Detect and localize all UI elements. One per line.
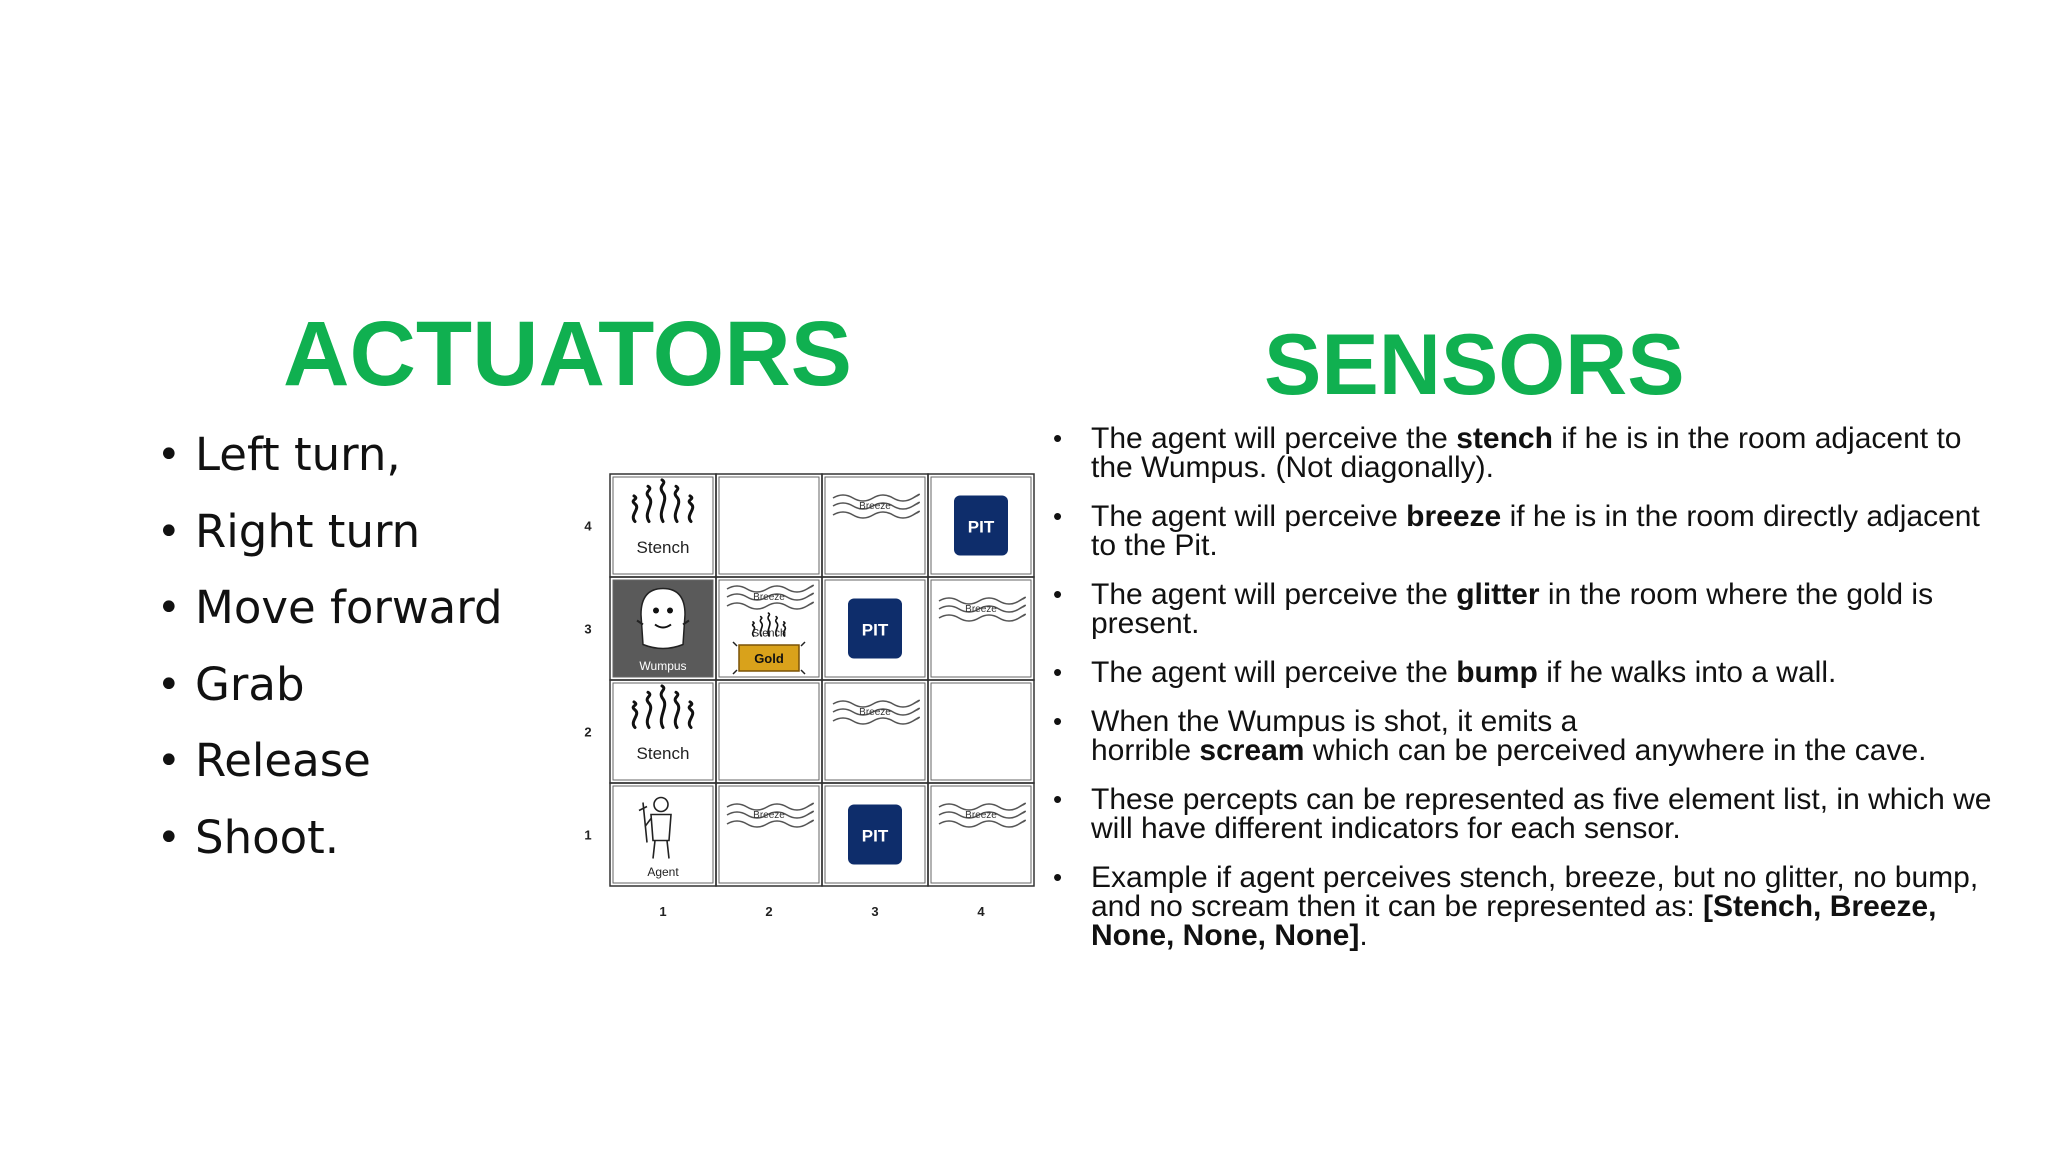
gold-icon: Gold bbox=[732, 641, 806, 675]
list-item: Release bbox=[157, 731, 503, 808]
stench-label: Stench bbox=[637, 538, 690, 557]
list-item: Left turn, bbox=[157, 425, 503, 502]
grid-cell: PIT bbox=[821, 782, 929, 887]
sensor-text: which can be perceived anywhere in the c… bbox=[1304, 734, 1927, 767]
row-label: 1 bbox=[584, 828, 591, 843]
grid-cell: Breeze bbox=[821, 679, 929, 784]
sensor-text: if he is in the room directly adjacent t… bbox=[1091, 500, 1980, 562]
breeze-icon: Breeze bbox=[832, 699, 921, 725]
col-label: 4 bbox=[977, 904, 985, 919]
pit-label: PIT bbox=[862, 827, 889, 846]
gold-label: Gold bbox=[754, 651, 784, 666]
sensor-item: The agent will perceive breeze if he is … bbox=[1050, 500, 2000, 562]
agent-icon bbox=[638, 796, 672, 859]
sensor-text: The agent will perceive the bbox=[1091, 422, 1457, 455]
sensor-keyword: breeze bbox=[1406, 500, 1502, 533]
pit-icon: PIT bbox=[954, 495, 1008, 556]
sensor-text: if he walks into a wall. bbox=[1537, 656, 1837, 689]
sensor-item: When the Wumpus is shot, it emits ahorri… bbox=[1050, 705, 2000, 767]
stench-label: Stench bbox=[752, 628, 786, 640]
row-label: 3 bbox=[584, 622, 591, 637]
grid-cell: PIT bbox=[821, 576, 929, 681]
sensor-item: The agent will perceive the stench if he… bbox=[1050, 422, 2000, 484]
sensors-list: The agent will perceive the stench if he… bbox=[1050, 424, 2000, 970]
stench-icon bbox=[751, 612, 787, 637]
sensor-text: . bbox=[1359, 919, 1368, 952]
pit-label: PIT bbox=[862, 621, 889, 640]
pit-label: PIT bbox=[968, 518, 995, 537]
sensor-item: These percepts can be represented as fiv… bbox=[1050, 783, 2000, 845]
breeze-label: Breeze bbox=[859, 501, 891, 512]
grid-cell: Wumpus bbox=[609, 576, 717, 681]
grid-cell: Agent bbox=[609, 782, 717, 887]
col-label: 1 bbox=[659, 904, 666, 919]
breeze-label: Breeze bbox=[965, 810, 997, 821]
sensor-keyword: stench bbox=[1456, 422, 1553, 455]
row-label: 4 bbox=[584, 519, 592, 534]
stench-icon bbox=[631, 684, 695, 729]
breeze-icon: Breeze bbox=[832, 493, 921, 519]
sensor-text: These percepts can be represented as fiv… bbox=[1091, 783, 1992, 845]
grid-cell bbox=[715, 473, 823, 578]
list-item: Grab bbox=[157, 655, 503, 732]
breeze-icon: Breeze bbox=[726, 584, 815, 610]
actuators-list: Left turn, Right turn Move forward Grab … bbox=[157, 425, 503, 884]
grid-cell: Breeze bbox=[927, 576, 1035, 681]
wumpus-label: Wumpus bbox=[639, 659, 686, 673]
pit-icon: PIT bbox=[848, 598, 902, 659]
grid-cell: Breeze bbox=[715, 782, 823, 887]
grid-cell: PIT bbox=[927, 473, 1035, 578]
breeze-label: Breeze bbox=[965, 604, 997, 615]
row-label: 2 bbox=[584, 725, 591, 740]
stench-icon bbox=[631, 478, 695, 523]
sensor-keyword: [Stench, Breeze, None, None, None] bbox=[1091, 890, 1937, 952]
grid-cell: Stench bbox=[609, 473, 717, 578]
sensor-keyword: glitter bbox=[1456, 578, 1540, 611]
list-item: Right turn bbox=[157, 502, 503, 579]
sensor-text: Example if agent perceives stench, breez… bbox=[1091, 861, 1979, 923]
sensor-text: When the Wumpus is shot, it emits a bbox=[1091, 705, 1578, 738]
sensor-item: Example if agent perceives stench, breez… bbox=[1050, 861, 2000, 952]
sensor-keyword: bump bbox=[1456, 656, 1538, 689]
list-item: Shoot. bbox=[157, 808, 503, 885]
sensor-text: The agent will perceive the bbox=[1091, 578, 1457, 611]
breeze-icon: Breeze bbox=[726, 802, 815, 828]
grid-cell: Breeze bbox=[927, 782, 1035, 887]
breeze-icon: Breeze bbox=[938, 596, 1027, 622]
sensor-text: in the room where the gold is present. bbox=[1091, 578, 1934, 640]
grid-cell bbox=[927, 679, 1035, 784]
col-label: 3 bbox=[871, 904, 878, 919]
sensor-text: The agent will perceive bbox=[1091, 500, 1407, 533]
sensors-title: SENSORS bbox=[1264, 317, 1685, 413]
list-item: Move forward bbox=[157, 578, 503, 655]
agent-label: Agent bbox=[647, 865, 679, 879]
sensor-item: The agent will perceive the glitter in t… bbox=[1050, 578, 2000, 640]
breeze-icon: Breeze bbox=[938, 802, 1027, 828]
breeze-label: Breeze bbox=[753, 810, 785, 821]
breeze-label: Breeze bbox=[859, 707, 891, 718]
col-label: 2 bbox=[765, 904, 772, 919]
sensor-item: The agent will perceive the bump if he w… bbox=[1050, 656, 2000, 689]
breeze-label: Breeze bbox=[753, 592, 785, 603]
grid-cell bbox=[715, 679, 823, 784]
actuators-title: ACTUATORS bbox=[283, 303, 853, 405]
sensor-text: The agent will perceive the bbox=[1091, 656, 1457, 689]
sensor-keyword: scream bbox=[1199, 734, 1305, 767]
pit-icon: PIT bbox=[848, 804, 902, 865]
wumpus-icon bbox=[636, 587, 690, 650]
sensor-text: if he is in the room adjacent to the Wum… bbox=[1091, 422, 1962, 484]
grid-cell: Stench bbox=[609, 679, 717, 784]
grid-cell: Breeze bbox=[821, 473, 929, 578]
sensor-text: horrible bbox=[1091, 734, 1200, 767]
stench-label: Stench bbox=[637, 744, 690, 763]
